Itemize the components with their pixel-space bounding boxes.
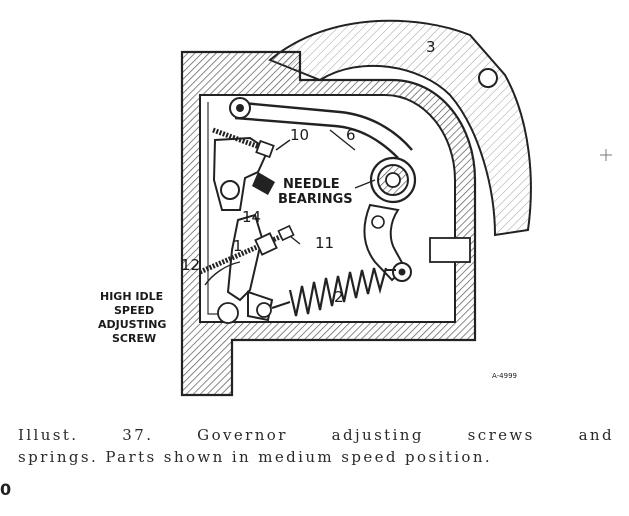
- part-number-14: 14: [242, 208, 261, 226]
- drawing-code: A-4999: [492, 372, 517, 380]
- needle-bearing: [369, 156, 417, 204]
- registration-mark: [600, 149, 612, 161]
- needle-bearings-label-line2: BEARINGS: [278, 192, 353, 207]
- high-idle-label-line3: ADJUSTING: [98, 318, 166, 331]
- high-idle-label-line2: SPEED: [114, 304, 154, 317]
- governor-spring: [271, 267, 396, 317]
- figure-caption: Illust. 37. Governor adjusting screws an…: [18, 424, 614, 468]
- page-number: 0: [0, 480, 12, 499]
- part-number-2: 2: [334, 288, 344, 306]
- leader-lines: [204, 129, 376, 286]
- part-number-1: 1: [233, 237, 243, 255]
- high-idle-label-line1: HIGH IDLE: [100, 290, 163, 303]
- governor-lever: [363, 203, 412, 282]
- speed-lever-upper: [212, 127, 275, 211]
- needle-bearings-label-line1: NEEDLE: [283, 177, 340, 192]
- lower-link: [247, 290, 274, 322]
- governor-housing: [180, 50, 477, 397]
- governor-weight-arm: [268, 19, 532, 237]
- high-idle-label-line4: SCREW: [112, 332, 156, 345]
- governor-diagram: 3 6 10 14 11 1 12 2 NEEDLE BEARINGS HIGH…: [98, 19, 612, 397]
- top-link: [229, 97, 413, 159]
- caption-line-2: springs. Parts shown in medium speed pos…: [18, 448, 493, 466]
- part-number-11: 11: [315, 234, 334, 252]
- part-number-3: 3: [426, 38, 436, 56]
- part-number-12: 12: [181, 256, 200, 274]
- caption-line-1: Illust. 37. Governor adjusting screws an…: [18, 426, 614, 444]
- part-number-6: 6: [346, 126, 356, 144]
- part-number-10: 10: [290, 126, 309, 144]
